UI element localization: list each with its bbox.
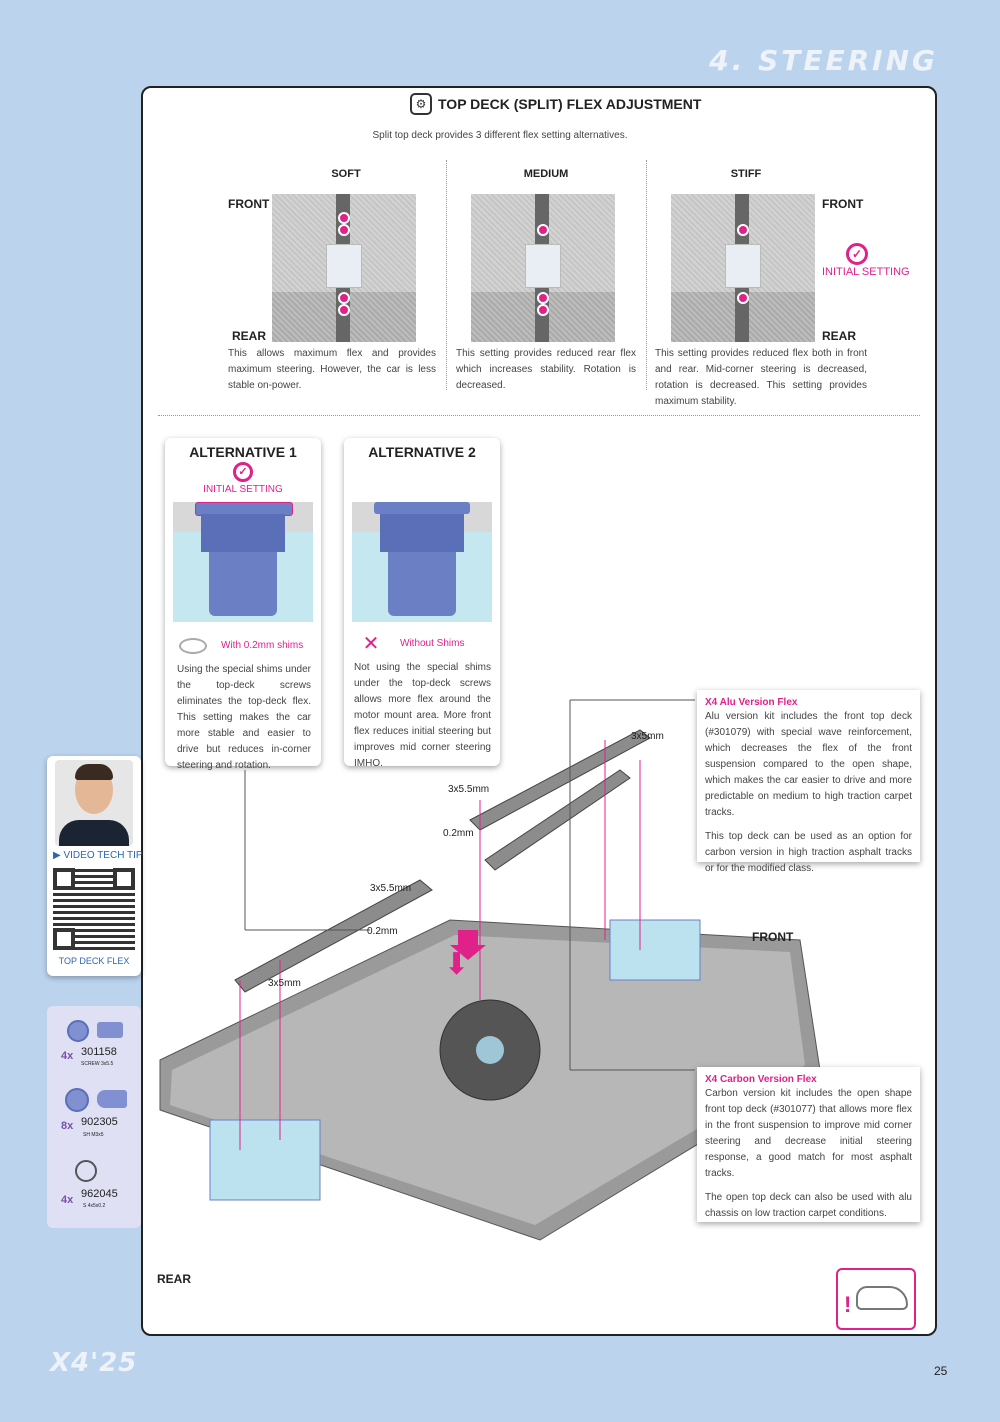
check-badge-icon: ✓	[846, 243, 868, 265]
alternative-2-card: ALTERNATIVE 2 ✕ Without Shims Not using …	[344, 438, 500, 769]
alternative-1-card: ALTERNATIVE 1 ✓ INITIAL SETTING With 0.2…	[165, 438, 321, 771]
page-number: 25	[934, 1364, 948, 1378]
column-divider	[646, 160, 647, 390]
alternative-2-title: ALTERNATIVE 2	[368, 444, 476, 460]
rear-label: REAR	[232, 329, 267, 343]
parts-list: 4x 301158 SCREW 3x5.5 8x 902305 SH M3x5 …	[47, 1006, 141, 1228]
alu-callout-p1: Alu version kit includes the front top d…	[705, 711, 912, 818]
carbon-version-callout: X4 Carbon Version Flex Carbon version ki…	[697, 1067, 920, 1222]
option-label-stiff: STIFF	[730, 168, 762, 180]
panel-header: ⚙ TOP DECK (SPLIT) FLEX ADJUSTMENT	[410, 93, 701, 115]
carbon-callout-title: X4 Carbon Version Flex	[705, 1074, 817, 1085]
alternative-1-badge: INITIAL SETTING	[203, 484, 283, 495]
alternative-2-desc: Not using the special shims under the to…	[354, 662, 491, 769]
video-tip-caption: TOP DECK FLEX	[58, 956, 130, 966]
option-label-medium: MEDIUM	[523, 168, 569, 180]
screw-label: 3x5.5mm	[370, 883, 412, 894]
alternative-1-title: ALTERNATIVE 1	[189, 444, 297, 460]
no-shim-icon: ✕	[362, 633, 380, 655]
no-shim-illustration	[352, 502, 492, 622]
alu-callout-title: X4 Alu Version Flex	[705, 697, 798, 708]
panel-subtitle: Split top deck provides 3 different flex…	[372, 130, 628, 141]
car-warning-icon: !	[836, 1268, 916, 1330]
carbon-callout-p1: Carbon version kit includes the open sha…	[705, 1088, 912, 1179]
screw-label: 3x5mm	[631, 731, 664, 742]
deck-image-medium	[471, 194, 615, 342]
deck-image-soft	[272, 194, 416, 342]
video-tip-box[interactable]: ▶ VIDEO TECH TIP TOP DECK FLEX	[47, 756, 143, 976]
option-desc-soft: This allows maximum flex and provides ma…	[228, 348, 436, 391]
shim-ring-icon	[179, 638, 207, 654]
screw-side-icon	[97, 1022, 123, 1038]
alu-version-callout: X4 Alu Version Flex Alu version kit incl…	[697, 690, 920, 874]
front-label: FRONT	[752, 930, 794, 944]
shim-label: 0.2mm	[367, 926, 398, 937]
option-label-soft: SOFT	[331, 168, 361, 180]
video-tip-label: ▶ VIDEO TECH TIP	[53, 850, 143, 861]
section-divider	[158, 415, 920, 416]
shim-ring-icon	[75, 1160, 97, 1182]
settings-icon: ⚙	[410, 93, 432, 115]
panel-title: TOP DECK (SPLIT) FLEX ADJUSTMENT	[438, 96, 702, 112]
rear-label: REAR	[157, 1272, 192, 1286]
chassis-assembly-illustration	[159, 699, 821, 1241]
alu-callout-p2: This top deck can be used as an option f…	[705, 831, 912, 874]
alternative-1-desc: Using the special shims under the top-de…	[177, 664, 311, 771]
section-title: 4. STEERING	[709, 44, 938, 77]
screw-label: 3x5.5mm	[448, 784, 490, 795]
screw-label: 3x5mm	[268, 978, 301, 989]
carbon-callout-p2: The open top deck can also be used with …	[705, 1192, 912, 1219]
option-desc-stiff: This setting provides reduced flex both …	[655, 348, 867, 407]
screw-side-icon	[97, 1090, 127, 1108]
initial-setting-label: INITIAL SETTING	[822, 266, 910, 278]
option-desc-medium: This setting provides reduced rear flex …	[456, 348, 636, 391]
rear-label: REAR	[822, 329, 857, 343]
alternative-2-shim: Without Shims	[400, 638, 465, 649]
shim-label: 0.2mm	[443, 828, 474, 839]
deck-image-stiff	[671, 194, 815, 342]
qr-code[interactable]	[53, 868, 135, 950]
footer-logo: X4'25	[50, 1348, 138, 1378]
presenter-avatar	[55, 760, 133, 846]
arrow-down-icon: ⬇	[444, 948, 470, 981]
play-icon: ▶	[53, 850, 61, 861]
front-label: FRONT	[822, 197, 864, 211]
screw-head-icon	[65, 1088, 89, 1112]
column-divider	[446, 160, 447, 390]
check-badge-icon: ✓	[233, 462, 253, 482]
screw-head-icon	[67, 1020, 89, 1042]
front-label: FRONT	[228, 197, 270, 211]
shim-illustration	[173, 502, 313, 622]
alternative-1-shim: With 0.2mm shims	[221, 640, 304, 651]
